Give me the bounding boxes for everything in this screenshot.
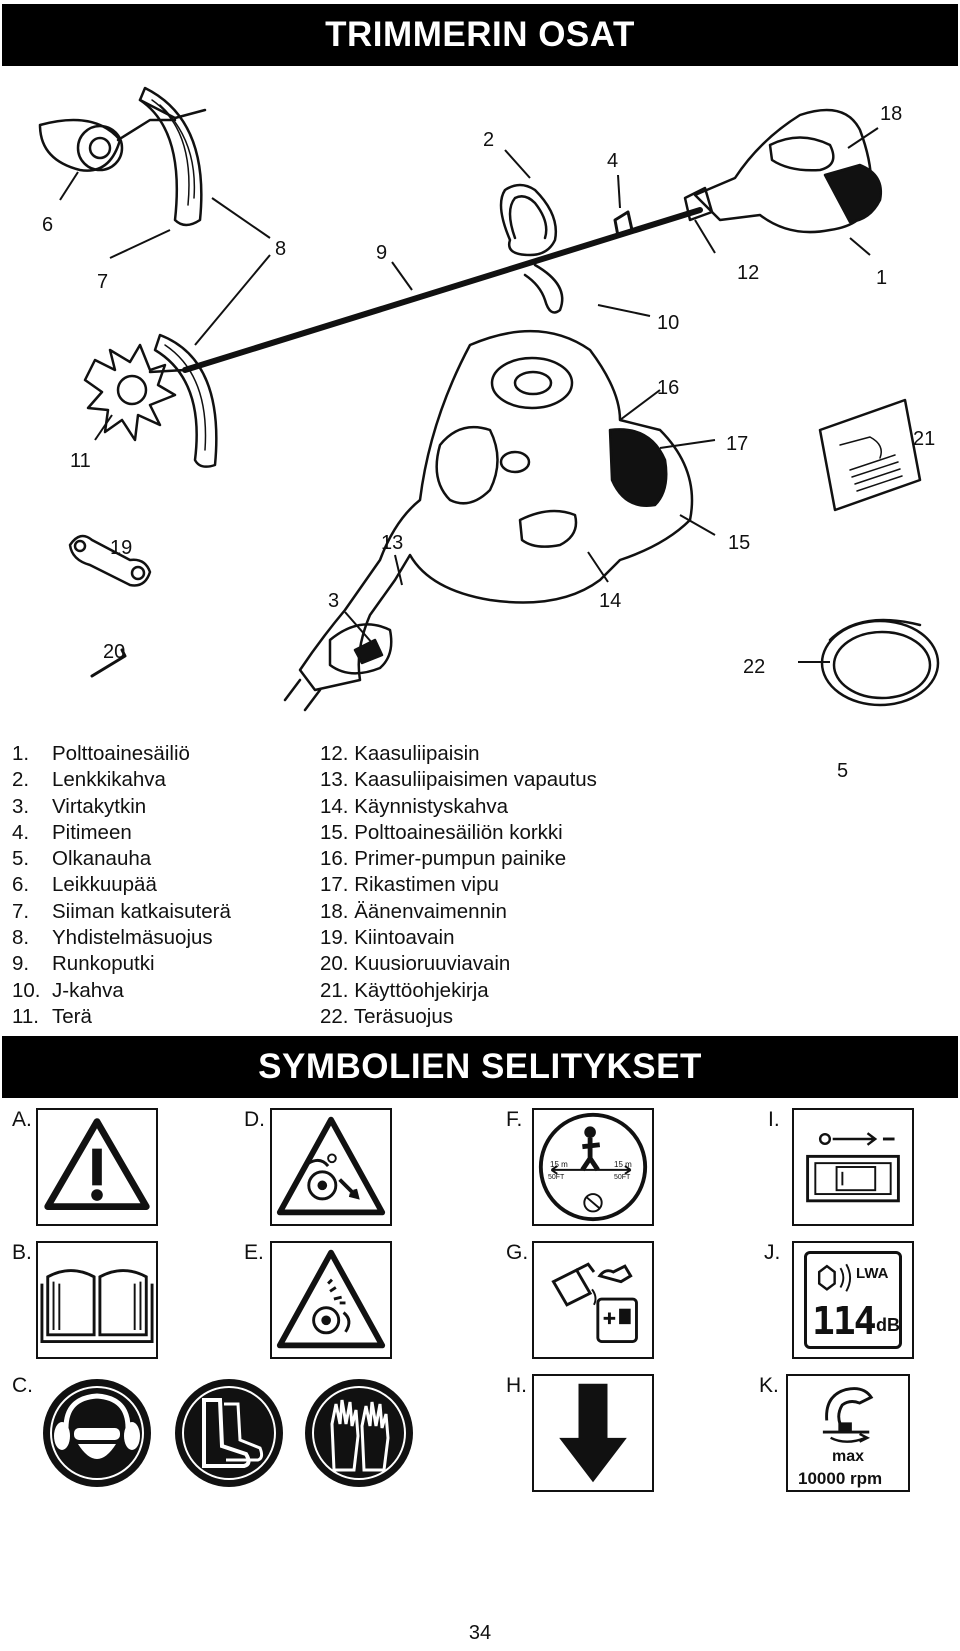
symbol-letter-i: I. — [768, 1108, 780, 1131]
list-item: 13. Kaasuliipaisimen vapautus — [320, 768, 597, 792]
callout-19: 19 — [110, 537, 133, 559]
direction-arrow-symbol-box — [532, 1374, 654, 1492]
distance-right-label: 15 m — [614, 1160, 632, 1169]
max-label: max — [832, 1448, 865, 1465]
symbol-letter-b: B. — [12, 1241, 32, 1264]
symbol-letter-e: E. — [244, 1241, 264, 1264]
decibel-unit: dB — [876, 1315, 900, 1335]
callout-13: 13 — [381, 532, 404, 554]
list-item: 3.Virtakytkin — [12, 794, 147, 818]
eye-ear-protection-icon — [43, 1379, 151, 1487]
distance-left-label: 15 m — [550, 1160, 568, 1169]
open-book-icon — [40, 1269, 154, 1343]
callout-2: 2 — [483, 129, 495, 151]
callout-6: 6 — [42, 214, 54, 236]
gloves-symbol-box — [298, 1374, 420, 1492]
cutting-head-rpm-icon — [822, 1387, 874, 1443]
list-item: 10.J-kahva — [12, 978, 124, 1002]
callout-3: 3 — [328, 590, 340, 612]
thrown-objects-warning-icon — [276, 1116, 386, 1216]
list-item: 12. Kaasuliipaisin — [320, 742, 480, 765]
callout-5: 5 — [837, 760, 849, 782]
protective-boots-icon — [175, 1379, 283, 1487]
symbol-letter-d: D. — [244, 1108, 265, 1131]
parts-list-right: 12. Kaasuliipaisin 13. Kaasuliipaisimen … — [320, 741, 597, 1030]
callout-7: 7 — [97, 271, 109, 293]
list-item: 19. Kiintoavain — [320, 926, 455, 950]
callout-8: 8 — [275, 238, 287, 260]
kickback-warning-icon — [276, 1249, 386, 1349]
callout-17: 17 — [726, 433, 749, 455]
list-item: 18. Äänenvaimennin — [320, 899, 507, 923]
on-off-switch-icon — [806, 1132, 900, 1203]
symbol-letter-a: A. — [12, 1108, 32, 1131]
callout-15: 15 — [728, 532, 751, 554]
symbol-letter-c: C. — [12, 1374, 33, 1397]
list-item: 6.Leikkuupää — [12, 873, 157, 897]
list-item: 17. Rikastimen vipu — [320, 873, 499, 897]
warning-triangle-icon — [44, 1118, 150, 1210]
symbol-letter-f: F. — [506, 1108, 523, 1131]
safe-distance-icon — [538, 1112, 648, 1222]
callout-12: 12 — [737, 262, 760, 284]
list-item: 16. Primer-pumpun painike — [320, 847, 567, 871]
callout-16: 16 — [657, 377, 680, 399]
list-item: 8.Yhdistelmäsuojus — [12, 926, 213, 950]
sound-level-value: 114 — [812, 1299, 877, 1343]
callout-11: 11 — [70, 450, 91, 472]
protective-gloves-icon — [305, 1379, 413, 1487]
page-title: TRIMMERIN OSAT — [2, 4, 958, 66]
symbol-letter-j: J. — [764, 1241, 781, 1264]
symbol-letter-g: G. — [506, 1241, 529, 1264]
eye-ear-protection-symbol-box — [36, 1374, 158, 1492]
read-manual-symbol-box — [36, 1241, 158, 1359]
list-item: 15. Polttoainesäiliön korkki — [320, 820, 563, 844]
callout-10: 10 — [657, 312, 680, 334]
warning-symbol-box — [36, 1108, 158, 1226]
callout-21: 21 — [913, 428, 936, 450]
list-item: 9.Runkoputki — [12, 952, 155, 976]
callout-20: 20 — [103, 641, 126, 663]
lwa-label: LWA — [856, 1265, 889, 1282]
trimmer-parts-illustration — [38, 86, 940, 712]
callout-18: 18 — [880, 103, 903, 125]
rpm-label: 10000 rpm — [798, 1469, 883, 1488]
distance-right-ft-label: 50FT — [614, 1174, 631, 1181]
list-item: 7.Siiman katkaisuterä — [12, 899, 231, 923]
thrown-objects-symbol-box — [270, 1108, 392, 1226]
list-item: 1.Polttoainesäiliö — [12, 742, 190, 765]
fuel-mix-symbol-box — [532, 1241, 654, 1359]
parts-list-left: 1.Polttoainesäiliö 2.Lenkkikahva 3.Virta… — [12, 741, 231, 1030]
callout-9: 9 — [376, 242, 388, 264]
switch-symbol-box — [792, 1108, 914, 1226]
list-item: 21. Käyttöohjekirja — [320, 978, 489, 1002]
list-item: 2.Lenkkikahva — [12, 768, 166, 792]
callout-22: 22 — [743, 656, 766, 678]
kickback-symbol-box — [270, 1241, 392, 1359]
safe-distance-symbol-box: 15 m 50FT 15 m 50FT — [532, 1108, 654, 1226]
callout-4: 4 — [607, 150, 619, 172]
symbols-section-title: SYMBOLIEN SELITYKSET — [2, 1036, 958, 1098]
down-arrow-icon — [559, 1383, 627, 1483]
protective-boots-symbol-box — [168, 1374, 290, 1492]
list-item: 11.Terä — [12, 1004, 92, 1028]
fuel-mix-icon — [551, 1262, 638, 1343]
callout-14: 14 — [599, 590, 622, 612]
sound-power-frame — [804, 1251, 902, 1349]
page-number: 34 — [468, 1622, 492, 1644]
max-rpm-symbol-box: max 10000 rpm — [786, 1374, 910, 1492]
symbol-letter-k: K. — [759, 1374, 779, 1397]
list-item: 5.Olkanauha — [12, 847, 152, 871]
list-item: 14. Käynnistyskahva — [320, 794, 509, 818]
sound-power-icon — [817, 1263, 852, 1292]
list-item: 4.Pitimeen — [12, 820, 132, 844]
callout-1: 1 — [876, 267, 888, 289]
sound-power-symbol-box: LWA 114 dB — [792, 1241, 914, 1359]
symbol-letter-h: H. — [506, 1374, 527, 1397]
list-item: 22. Teräsuojus — [320, 1004, 453, 1028]
distance-left-ft-label: 50FT — [548, 1174, 565, 1181]
list-item: 20. Kuusioruuviavain — [320, 952, 511, 976]
